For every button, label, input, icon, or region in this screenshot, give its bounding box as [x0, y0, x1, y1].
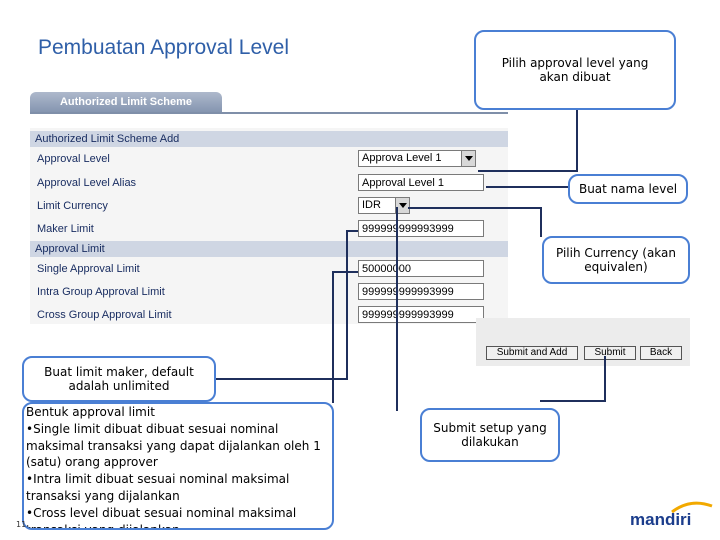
chevron-down-icon[interactable]	[395, 198, 409, 213]
limit-currency-label: Limit Currency	[37, 200, 108, 212]
connector-line	[576, 110, 578, 172]
single-approval-limit-input[interactable]: 50000000	[358, 260, 484, 277]
cross-group-approval-limit-input[interactable]: 999999999993999	[358, 306, 484, 323]
page-title: Pembuatan Approval Level	[38, 36, 290, 59]
callout-maker-limit: Buat limit maker, default adalah unlimit…	[22, 356, 216, 402]
callout-text: Buat limit maker, default adalah unlimit…	[44, 365, 194, 393]
approval-text-line: •Single limit dibuat dibuat sesuai nomin…	[26, 421, 321, 470]
callout-submit: Submit setup yang dilakukan	[420, 408, 560, 462]
callout-text: Pilih Currency (akan equivalen)	[555, 246, 676, 274]
connector-line	[540, 400, 606, 402]
approval-text-line: •Intra limit dibuat sesuai nominal maksi…	[26, 472, 290, 503]
callout-pilih-level: Pilih approval level yang akan dibuat	[474, 30, 676, 110]
submit-button[interactable]: Submit	[584, 346, 636, 360]
submit-and-add-button[interactable]: Submit and Add	[486, 346, 578, 360]
connector-line	[332, 271, 358, 273]
maker-limit-label: Maker Limit	[37, 223, 94, 235]
connector-line	[346, 230, 358, 232]
connector-line	[396, 207, 398, 411]
callout-currency: Pilih Currency (akan equivalen)	[542, 236, 690, 284]
connector-line	[540, 207, 542, 237]
maker-limit-input[interactable]: 999999999993999	[358, 220, 484, 237]
page-number: 11	[16, 520, 27, 529]
chevron-down-icon[interactable]	[461, 151, 475, 166]
connector-line	[346, 230, 348, 380]
mandiri-wave-icon	[671, 501, 713, 514]
section-header-approval-limit: Approval Limit	[30, 241, 508, 257]
approval-level-label: Approval Level	[37, 153, 110, 165]
connector-line	[214, 378, 348, 380]
single-approval-limit-label: Single Approval Limit	[37, 263, 140, 275]
limit-currency-select[interactable]: IDR	[358, 197, 410, 214]
approval-level-value: Approva Level 1	[362, 152, 442, 164]
intra-group-approval-limit-input[interactable]: 999999999993999	[358, 283, 484, 300]
intra-group-approval-limit-label: Intra Group Approval Limit	[37, 286, 165, 298]
section-header-add: Authorized Limit Scheme Add	[30, 131, 508, 147]
callout-nama-level: Buat nama level	[568, 174, 688, 204]
callout-text: Buat nama level	[578, 182, 678, 196]
callout-text: Submit setup yang dilakukan	[433, 421, 547, 449]
back-button[interactable]: Back	[640, 346, 682, 360]
tab-authorized-limit-scheme[interactable]: Authorized Limit Scheme	[30, 92, 222, 112]
cross-group-approval-limit-label: Cross Group Approval Limit	[37, 309, 172, 321]
approval-level-select[interactable]: Approva Level 1	[358, 150, 476, 167]
connector-line	[478, 170, 578, 172]
approval-text-line: •Cross level dibuat sesuai nominal maksi…	[26, 505, 297, 530]
limit-currency-value: IDR	[362, 199, 381, 211]
approval-text-line: Bentuk approval limit	[26, 405, 155, 419]
callout-text: Pilih approval level yang akan dibuat	[501, 56, 649, 84]
approval-level-alias-label: Approval Level Alias	[37, 177, 137, 189]
tab-divider	[30, 112, 508, 114]
mandiri-logo: mandiri	[630, 510, 692, 529]
connector-line	[486, 186, 568, 188]
callout-approval-limit: Bentuk approval limit •Single limit dibu…	[22, 402, 334, 530]
connector-line	[332, 271, 334, 403]
connector-line	[604, 356, 606, 402]
connector-line	[408, 207, 542, 209]
approval-level-alias-input[interactable]: Approval Level 1	[358, 174, 484, 191]
